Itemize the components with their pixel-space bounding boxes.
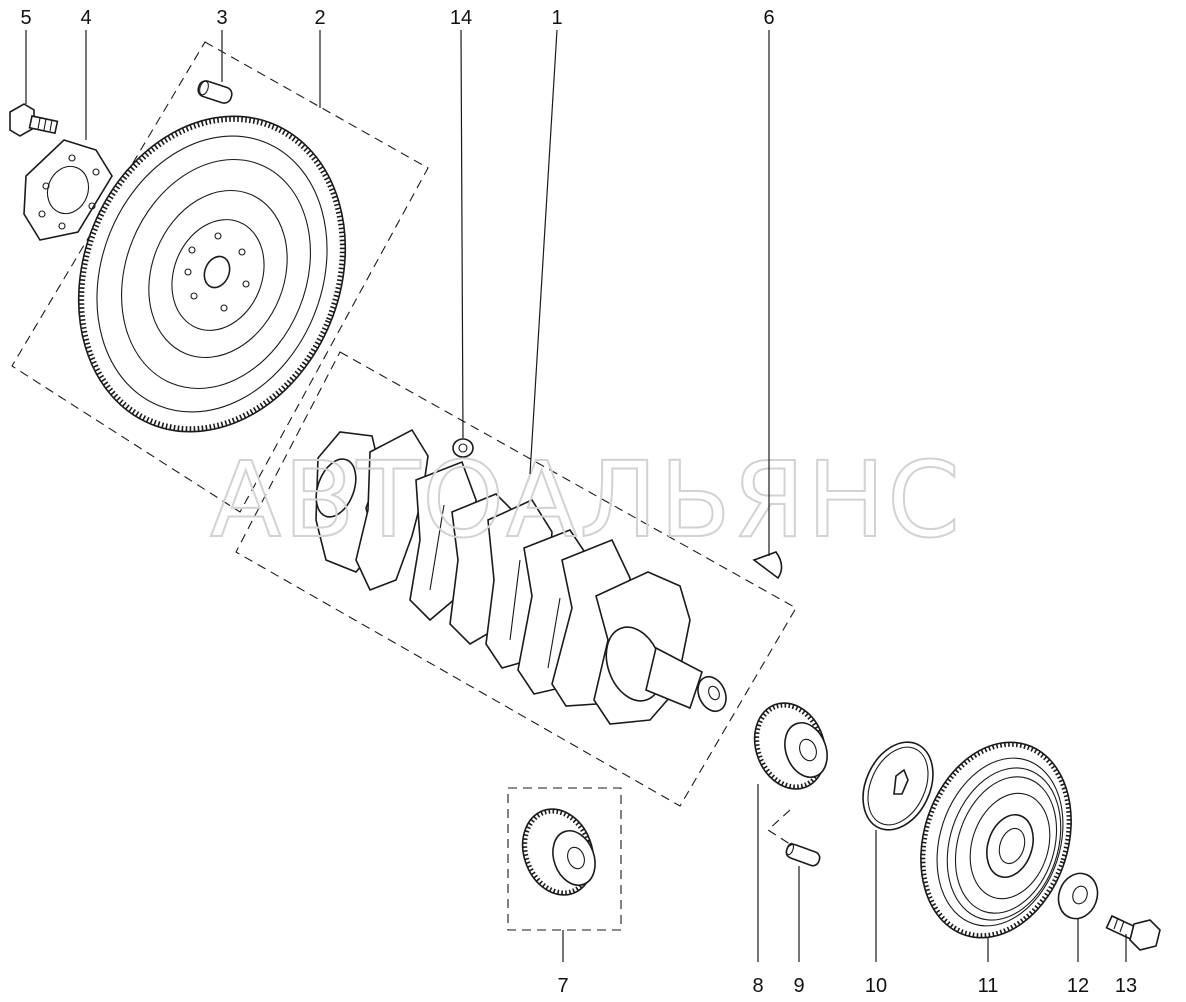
- callout-13: 13: [1115, 975, 1137, 997]
- flywheel-bolt: [9, 103, 59, 137]
- woodruff-key: [752, 551, 783, 580]
- callout-1: 1: [551, 7, 562, 29]
- callout-2: 2: [314, 7, 325, 29]
- oil-pump-gear-boundary: [507, 787, 622, 931]
- leader-1: [529, 29, 558, 475]
- callout-8: 8: [752, 975, 763, 997]
- thrust-washer: [862, 741, 934, 831]
- callout-11: 11: [978, 975, 999, 997]
- callout-labels: 5 4 3 2 14 1 6 7 8 9 10 11 12 13: [20, 7, 1137, 997]
- pulley-bolt: [1105, 914, 1161, 951]
- callout-10: 10: [865, 975, 887, 997]
- callout-3: 3: [216, 7, 227, 29]
- dowel-pin: [197, 80, 233, 104]
- crankshaft-pulley: [920, 741, 1072, 939]
- gear-pin: [785, 842, 821, 867]
- crankshaft: [315, 428, 727, 725]
- flywheel-group-boundary: [11, 41, 429, 513]
- flywheel-washer-plate: [23, 139, 113, 241]
- crankshaft-group-boundary: [235, 351, 797, 807]
- assembly-boundaries: [11, 41, 797, 931]
- flywheel: [77, 115, 347, 433]
- key-alignment-line: [767, 809, 797, 849]
- callout-5: 5: [20, 7, 31, 29]
- leader-lines: [25, 29, 1127, 962]
- callout-9: 9: [793, 975, 804, 997]
- callout-7: 7: [557, 975, 568, 997]
- callout-14: 14: [450, 7, 472, 29]
- pilot-bushing: [452, 438, 474, 458]
- oil-pump-drive-gear: [521, 808, 596, 896]
- callout-12: 12: [1067, 975, 1089, 997]
- callout-4: 4: [80, 7, 91, 29]
- watermark: АВТОАЛЬЯНС: [210, 439, 962, 561]
- callout-6: 6: [763, 7, 774, 29]
- leader-14: [460, 29, 464, 439]
- pulley-washer: [1057, 872, 1099, 920]
- timing-belt-drive-gear: [753, 702, 828, 790]
